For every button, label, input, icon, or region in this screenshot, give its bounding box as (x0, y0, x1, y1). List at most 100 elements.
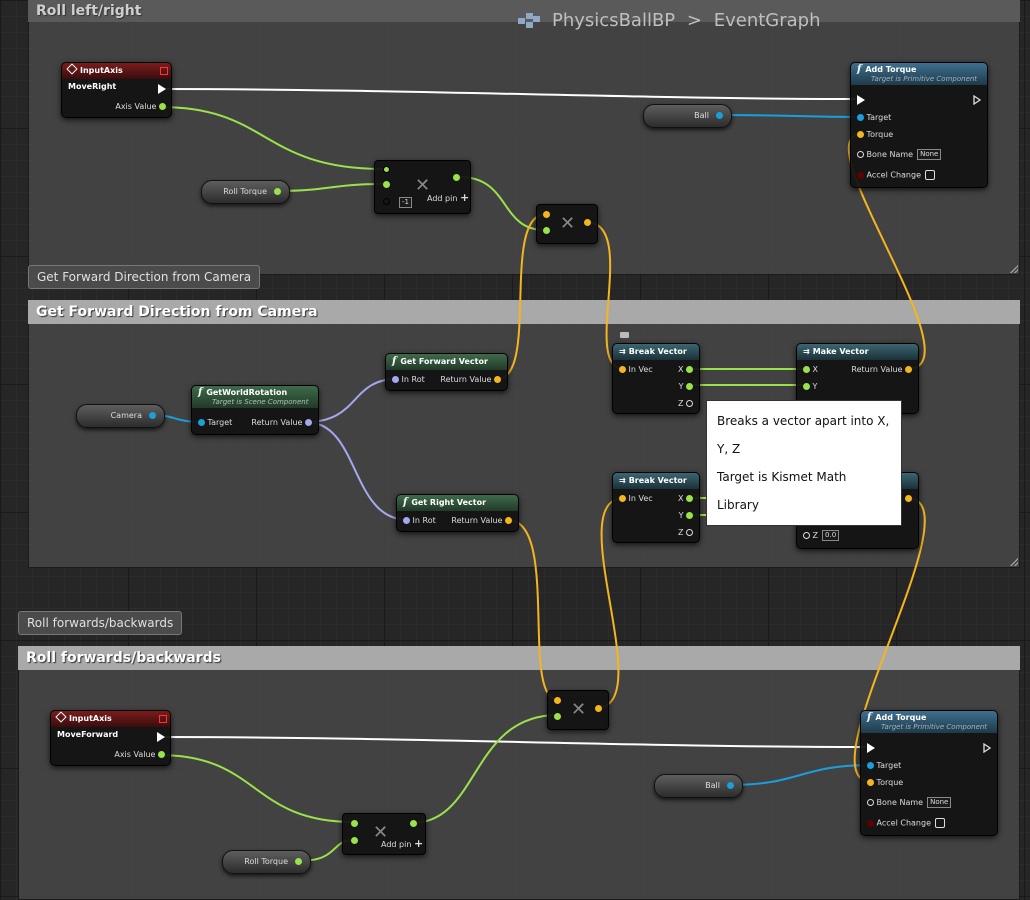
x-pin[interactable]: X (678, 494, 693, 504)
roll-torque-getter[interactable]: Roll Torque (222, 850, 311, 874)
multiply-float-node[interactable]: -1 ✕ Add pin + (374, 160, 471, 214)
axis-value-pin[interactable]: Axis Value (114, 750, 165, 760)
input-pin[interactable] (554, 713, 561, 720)
output-pin[interactable] (584, 219, 591, 226)
x-pin[interactable]: X (803, 365, 818, 375)
breadcrumb-blueprint[interactable]: PhysicsBallBP (552, 10, 676, 31)
tooltip-line: Breaks a vector apart into X, Y, Z (717, 414, 890, 456)
exec-out-pin[interactable] (983, 742, 992, 756)
plus-icon: + (413, 837, 424, 850)
accel-change-checkbox[interactable] (935, 818, 945, 828)
add-pin-button[interactable]: Add pin + (427, 191, 470, 204)
input-pin[interactable] (383, 166, 390, 173)
y-pin[interactable]: Y (679, 382, 693, 392)
camera-getter[interactable]: Camera (76, 404, 165, 428)
delegate-pin-icon[interactable] (160, 67, 168, 75)
input-pin[interactable] (554, 697, 561, 704)
function-icon: f (867, 712, 872, 723)
accel-change-pin[interactable]: Accel Change (867, 818, 945, 829)
breadcrumb: PhysicsBallBP > EventGraph (518, 10, 821, 31)
node-title: Add Torque (865, 65, 917, 74)
input-pin[interactable] (383, 181, 390, 188)
input-axis-move-right-node[interactable]: InputAxis MoveRight Axis Value (61, 62, 172, 118)
exec-out-pin[interactable] (158, 84, 166, 95)
in-rot-pin[interactable]: In Rot (392, 375, 425, 385)
multiply-icon: ✕ (571, 699, 587, 720)
z-value-field[interactable]: 0.0 (822, 530, 840, 541)
return-value-pin[interactable]: Return Value (451, 516, 512, 526)
target-pin[interactable]: Target (198, 418, 232, 428)
multiply-float-node[interactable]: ✕ Add pin + (342, 813, 426, 855)
break-vector-node[interactable]: ⇉Break Vector In Vec X Y Z (612, 472, 700, 543)
exec-out-icon (973, 94, 982, 106)
plus-icon: + (459, 191, 470, 204)
pure-node-icon (620, 332, 629, 338)
event-icon (55, 711, 67, 723)
comment-bubble: Get Forward Direction from Camera (28, 265, 261, 289)
camera-out-pin[interactable] (149, 412, 156, 419)
add-pin-button[interactable]: Add pin + (381, 837, 424, 850)
delegate-pin-icon[interactable] (159, 715, 167, 723)
return-value-pin[interactable]: Return Value (440, 375, 501, 385)
ball-getter[interactable]: Ball (643, 104, 732, 128)
function-icon: f (392, 356, 397, 367)
output-pin[interactable] (410, 820, 417, 827)
target-pin[interactable]: Target (867, 761, 901, 771)
bone-name-field[interactable]: None (927, 797, 952, 808)
ball-out-pin[interactable] (727, 782, 734, 789)
z-pin[interactable]: Z (678, 399, 693, 409)
roll-torque-out-pin[interactable] (295, 858, 302, 865)
y-pin[interactable]: Y (679, 511, 693, 521)
input-pin[interactable] (543, 227, 550, 234)
input-axis-move-forward-node[interactable]: InputAxis MoveForward Axis Value (50, 710, 171, 766)
target-pin[interactable]: Target (857, 113, 891, 123)
torque-pin[interactable]: Torque (867, 778, 903, 788)
exec-out-pin[interactable] (973, 94, 982, 108)
multiply-vector-node[interactable]: ✕ (547, 690, 609, 730)
output-pin[interactable] (595, 705, 602, 712)
in-vec-pin[interactable]: In Vec (619, 365, 653, 375)
constant-field[interactable]: -1 (399, 197, 412, 208)
output-pin[interactable] (453, 174, 460, 181)
z-pin[interactable]: Z (678, 528, 693, 538)
node-title: Get Right Vector (411, 498, 487, 507)
return-value-pin[interactable]: Return Value (251, 418, 312, 428)
return-value-pin[interactable]: Return Value (851, 365, 912, 375)
accel-change-pin[interactable]: Accel Change (857, 170, 935, 181)
resize-grip[interactable] (1010, 265, 1018, 273)
roll-torque-getter[interactable]: Roll Torque (201, 180, 290, 204)
multiply-vector-node[interactable]: ✕ (536, 204, 598, 244)
breadcrumb-graph[interactable]: EventGraph (713, 10, 821, 31)
comment-title: Get Forward Direction from Camera (28, 300, 1020, 324)
roll-torque-out-pin[interactable] (274, 188, 281, 195)
exec-out-pin[interactable] (157, 732, 165, 743)
ball-out-pin[interactable] (716, 112, 723, 119)
resize-grip[interactable] (1010, 558, 1018, 566)
input-pin[interactable] (383, 198, 390, 205)
in-rot-pin[interactable]: In Rot (403, 516, 436, 526)
y-pin[interactable]: Y (803, 382, 817, 392)
axis-value-pin[interactable]: Axis Value (115, 102, 166, 112)
input-pin[interactable] (543, 211, 550, 218)
input-pin[interactable] (351, 837, 358, 844)
accel-change-checkbox[interactable] (925, 170, 935, 180)
bone-name-field[interactable]: None (917, 149, 942, 160)
exec-in-pin[interactable] (857, 95, 865, 106)
in-vec-pin[interactable]: In Vec (619, 494, 653, 504)
x-pin[interactable]: X (678, 365, 693, 375)
function-icon: f (857, 64, 862, 75)
break-vector-node[interactable]: ⇉Break Vector In Vec X Y Z (612, 343, 700, 414)
input-pin[interactable] (351, 820, 358, 827)
ball-getter[interactable]: Ball (654, 774, 743, 798)
exec-in-pin[interactable] (867, 743, 875, 754)
torque-pin[interactable]: Torque (857, 130, 893, 140)
